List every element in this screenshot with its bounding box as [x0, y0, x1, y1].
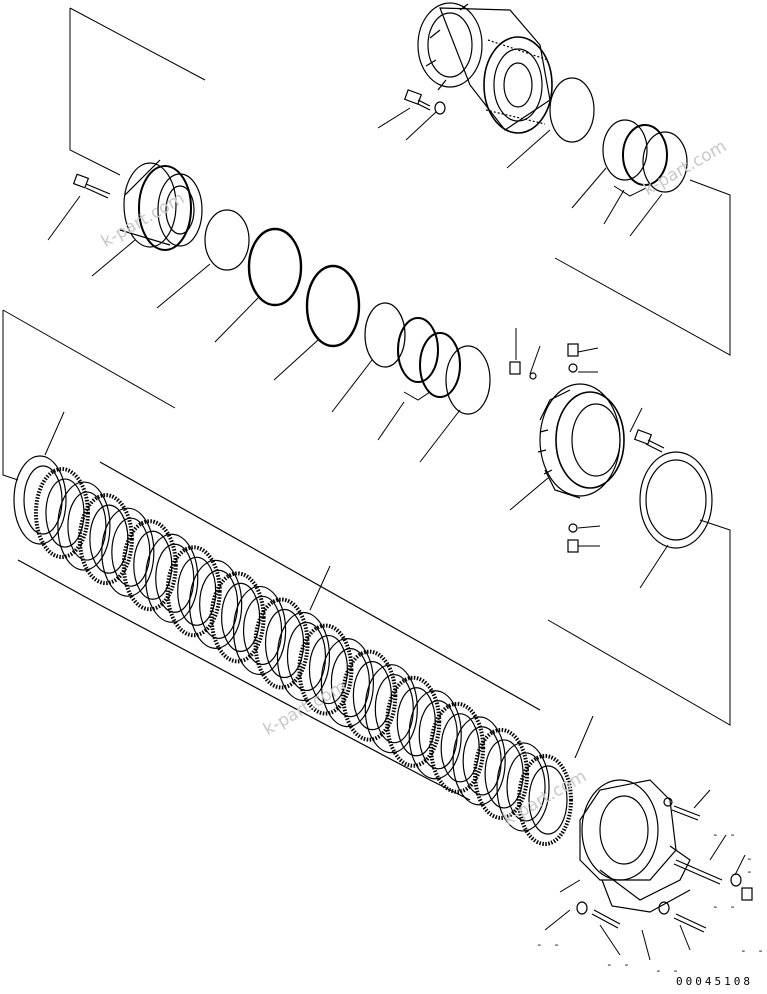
hub-assembly: [119, 159, 203, 251]
steel-plate: [408, 690, 462, 780]
friction-disc: [517, 754, 573, 846]
disc-bore: [133, 530, 173, 600]
disc-bore: [221, 582, 261, 652]
steel-plate: [452, 716, 506, 806]
housing-o-ring: [549, 77, 595, 143]
disc-bore: [45, 478, 85, 548]
disc-bore: [89, 504, 129, 574]
steel-plate: [232, 585, 287, 676]
retainer-housing: [579, 779, 691, 913]
steel-plate: [189, 559, 243, 649]
piston-cage: [537, 383, 625, 499]
friction-disc: [385, 675, 442, 768]
cage-plugs: [509, 343, 579, 553]
disc-bore: [396, 687, 436, 757]
disc-bore: [506, 752, 546, 822]
friction-disc: [77, 493, 134, 586]
ref-label-7: - -: [740, 944, 766, 957]
cage-bolt: [633, 429, 665, 453]
ref-label-1: - -: [712, 828, 738, 841]
stack-bracket-lower: [17, 559, 471, 801]
ref-label-4: - -: [536, 938, 562, 951]
disc-bore: [330, 648, 370, 718]
disc-bore: [528, 765, 568, 835]
steel-plate: [145, 533, 199, 623]
friction-disc: [297, 623, 354, 716]
friction-disc: [429, 701, 486, 794]
clutch-disc-stack: [13, 455, 573, 846]
leader-lines: [2, 7, 746, 961]
ref-label-5: - -: [606, 958, 632, 971]
steel-plate: [320, 638, 374, 728]
seal-ring-set-top: [602, 119, 688, 193]
housing-bolt: [403, 89, 431, 111]
stack-bracket-upper: [99, 461, 541, 711]
disc-bore: [67, 491, 107, 561]
disc-bore: [242, 595, 283, 666]
disc-bore: [199, 569, 239, 639]
disc-bore: [418, 700, 458, 770]
seal-ring-set-middle: [364, 302, 491, 415]
steel-plate: [276, 611, 331, 702]
friction-disc: [253, 597, 310, 690]
steel-plate: [13, 455, 67, 545]
friction-disc: [165, 545, 222, 638]
disc-bore: [286, 621, 327, 692]
disc-bore: [462, 726, 502, 796]
housing-washer: [434, 101, 446, 115]
ref-label-2: - -: [746, 852, 755, 878]
friction-disc: [341, 649, 398, 742]
friction-disc: [121, 519, 178, 612]
friction-disc: [33, 467, 90, 560]
friction-disc: [473, 727, 530, 820]
hub-o-ring: [204, 209, 250, 271]
steel-plate: [364, 664, 418, 754]
end-plate-ring: [639, 451, 713, 549]
friction-disc: [209, 571, 266, 664]
disc-bore: [484, 739, 524, 809]
disc-bore: [352, 661, 392, 731]
disc-bore: [155, 543, 195, 613]
ref-label-3: - -: [712, 900, 738, 913]
ref-label-6: - -: [655, 964, 681, 977]
disc-bore: [308, 634, 349, 705]
snap-ring-2: [305, 264, 361, 348]
disc-bore: [111, 517, 151, 587]
disc-bore: [23, 465, 63, 535]
disc-bore: [264, 608, 305, 679]
disc-bore: [374, 674, 414, 744]
steel-plate: [496, 742, 550, 832]
steel-plate: [101, 507, 155, 597]
drum-housing: [417, 2, 553, 134]
hub-bolt: [72, 173, 111, 199]
disc-bore: [177, 556, 217, 626]
drawing-number: 00045108: [676, 975, 753, 988]
retainer-bolts: [576, 797, 753, 933]
steel-plate: [57, 481, 111, 571]
snap-ring-1: [247, 227, 303, 307]
disc-bore: [440, 713, 480, 783]
